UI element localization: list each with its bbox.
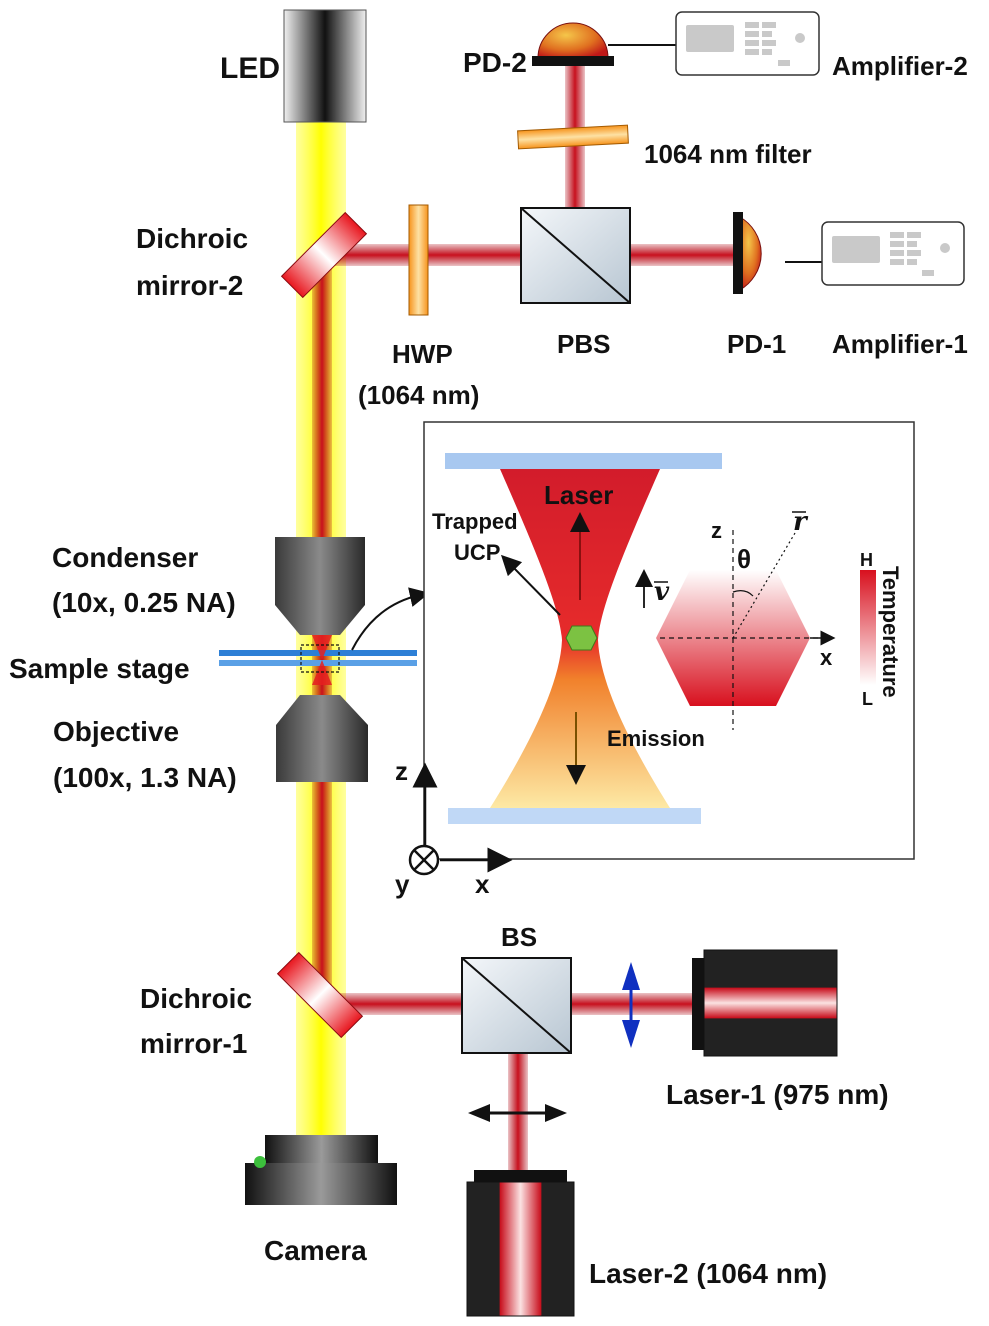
trapped-ucp-hexagon xyxy=(565,625,598,651)
amplifier2-device xyxy=(675,11,820,76)
hwp-label-line2: (1064 nm) xyxy=(358,380,479,410)
hex-x-label: x xyxy=(820,645,833,670)
hwp-plate xyxy=(408,204,429,316)
zoom-arrow xyxy=(351,587,430,651)
coord-y-label: y xyxy=(395,869,410,899)
inset-trapped-label-line1: Trapped xyxy=(432,509,518,534)
sample-stage-top xyxy=(219,650,417,656)
dichroic2-label-line2: mirror-2 xyxy=(136,270,243,301)
sample-zoom-box xyxy=(300,644,340,673)
laser2-label: Laser-2 (1064 nm) xyxy=(589,1258,827,1289)
pd2-detector xyxy=(537,22,609,59)
theta-label: θ xyxy=(737,544,751,574)
filter-1064 xyxy=(517,124,629,150)
laser1-body xyxy=(703,949,838,1057)
led-source xyxy=(283,9,367,123)
laser2-vertical-beam xyxy=(508,1050,528,1180)
vertical-polarization-arrow xyxy=(622,962,640,1048)
dichroic1-label-line2: mirror-1 xyxy=(140,1028,247,1059)
theta-arc xyxy=(732,590,754,597)
temp-low-label: L xyxy=(862,689,873,709)
objective-label-line1: Objective xyxy=(53,716,179,747)
laser1-label: Laser-1 (975 nm) xyxy=(666,1079,889,1110)
coord-x-label: x xyxy=(475,869,490,899)
led-label: LED xyxy=(220,52,280,85)
coord-z-label: z xyxy=(395,756,408,786)
condenser-objective xyxy=(275,537,365,635)
temp-high-label: H xyxy=(860,550,873,570)
camera-label: Camera xyxy=(264,1235,367,1266)
temperature-scale-bar xyxy=(860,570,876,685)
bs-diagonal xyxy=(461,957,572,1054)
r-vector-label: r xyxy=(793,507,809,537)
temperature-label: Temperature xyxy=(878,566,903,698)
pbs-diagonal xyxy=(520,207,631,304)
dichroic1-label-line1: Dichroic xyxy=(140,983,252,1014)
inset-emission-label: Emission xyxy=(607,726,705,751)
v-vector-label: v xyxy=(654,577,670,607)
r-vector-line xyxy=(732,532,796,639)
pd2-label: PD-2 xyxy=(463,47,527,78)
dichroic-mirror-1 xyxy=(276,951,364,1039)
inset-bottom-slide xyxy=(448,808,701,824)
laser2-body xyxy=(466,1181,575,1317)
laser1-aperture xyxy=(692,958,704,1050)
amplifier1-label: Amplifier-1 xyxy=(832,329,968,359)
pd1-base xyxy=(733,212,743,294)
hwp-label-line1: HWP xyxy=(392,339,453,369)
coord-y-cross-b xyxy=(413,849,435,871)
pd1-label: PD-1 xyxy=(727,329,786,359)
laser2-aperture xyxy=(474,1170,567,1184)
dichroic2-label-line1: Dichroic xyxy=(136,223,248,254)
filter-label: 1064 nm filter xyxy=(644,139,812,169)
amplifier1-device xyxy=(821,221,965,286)
pd1-detector xyxy=(739,216,762,291)
pbs-label: PBS xyxy=(557,329,610,359)
horizontal-polarization-arrow xyxy=(468,1104,567,1122)
condenser-label-line2: (10x, 0.25 NA) xyxy=(52,587,236,618)
hex-z-label: z xyxy=(711,518,722,543)
inset-laser-label: Laser xyxy=(544,480,613,510)
dichroic-mirror-2 xyxy=(280,211,368,299)
sample-stage-label: Sample stage xyxy=(9,653,190,684)
sample-stage-bottom xyxy=(219,660,417,666)
amplifier2-label: Amplifier-2 xyxy=(832,51,968,81)
objective-label-line2: (100x, 1.3 NA) xyxy=(53,762,237,793)
objective-lens xyxy=(276,695,368,782)
inset-trapped-label-line2: UCP xyxy=(454,540,500,565)
inset-top-slide xyxy=(445,453,722,469)
bs-label: BS xyxy=(501,922,537,952)
pd2-base xyxy=(532,56,614,66)
camera-device xyxy=(245,1135,397,1205)
condenser-label-line1: Condenser xyxy=(52,542,198,573)
trapped-ucp-pointer xyxy=(500,554,561,616)
